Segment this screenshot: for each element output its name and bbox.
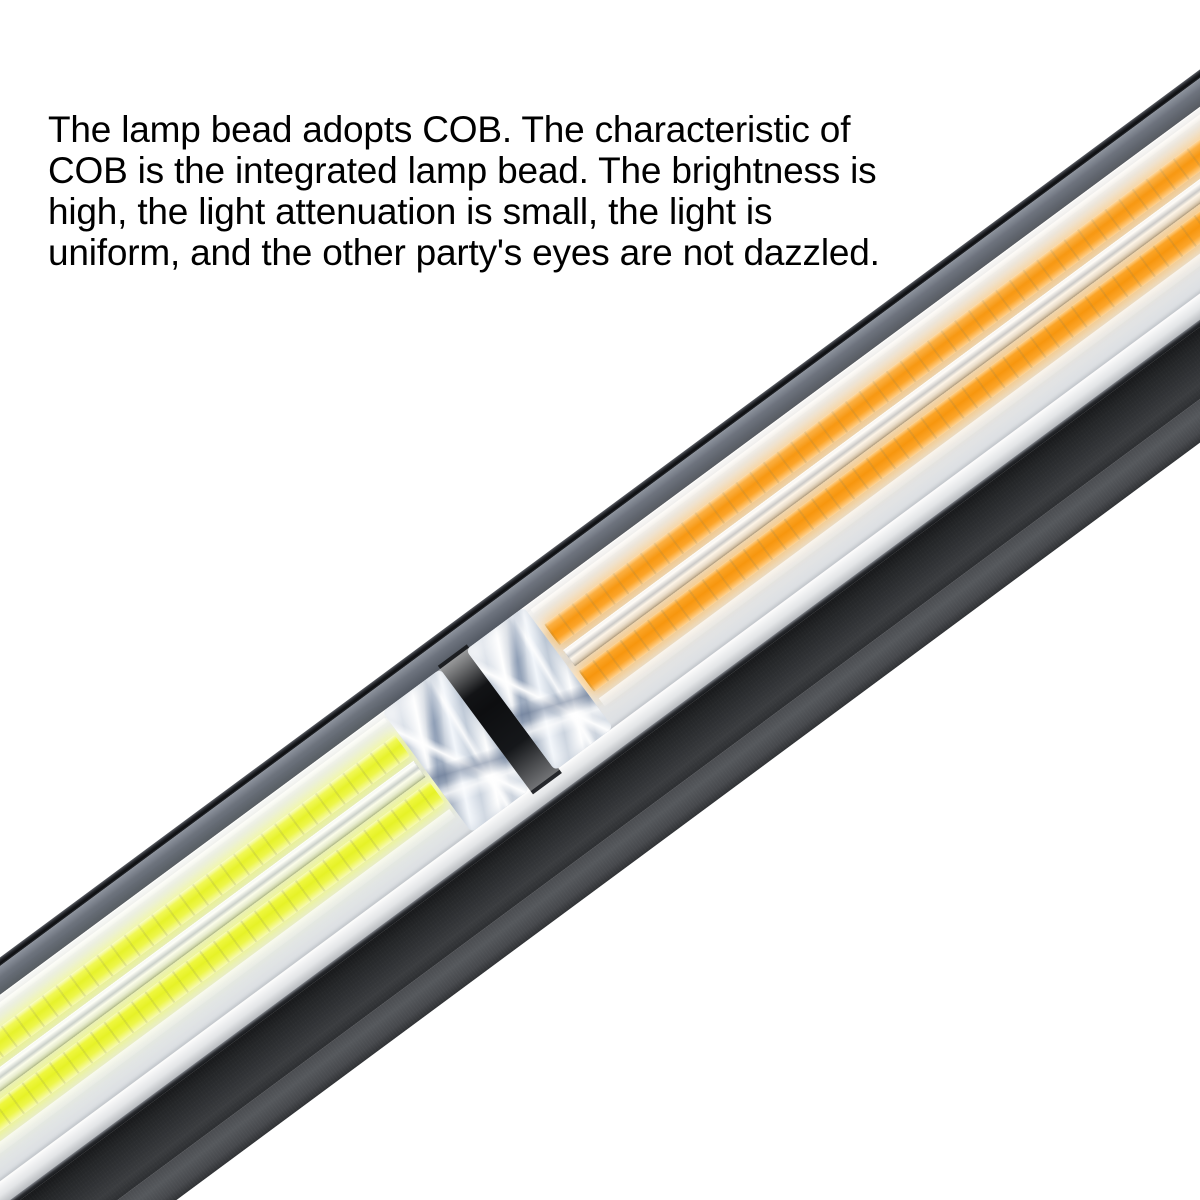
product-description-text: The lamp bead adopts COB. The characteri… xyxy=(48,109,880,273)
